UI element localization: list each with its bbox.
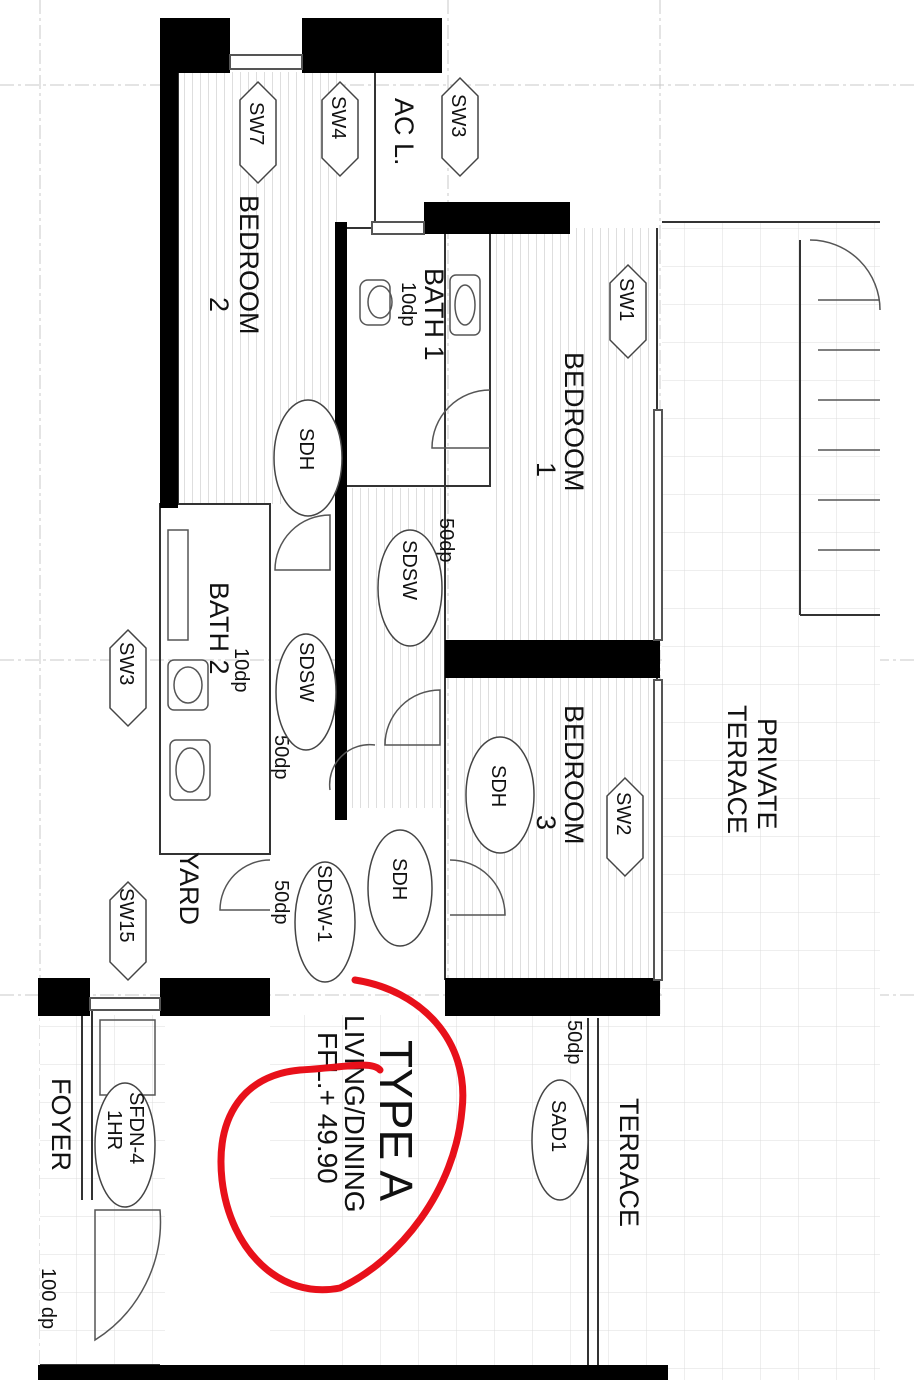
foyer-dp-label: 100 dp	[37, 1268, 59, 1329]
yard-label: YARD	[174, 852, 204, 925]
dp-note-terrace: 50dp	[563, 1020, 585, 1065]
tag-sdsw-corridor: SDSW	[398, 540, 420, 600]
tag-sfdn4-rating: 1HR	[103, 1110, 125, 1150]
bedroom-2-label: BEDROOM	[234, 195, 264, 335]
bath-fixtures	[99, 274, 481, 1096]
living-dining-label: LIVING/DINING	[339, 1015, 370, 1213]
dp-notes: 50dp 50dp 50dp 50dp	[270, 518, 585, 1065]
private-terrace-label-2: TERRACE	[722, 705, 752, 834]
private-terrace-floor	[662, 222, 880, 1380]
dp-note-yard: 50dp	[270, 880, 292, 925]
tag-sw1: SW1	[615, 278, 637, 321]
bedroom-3-label: BEDROOM	[559, 705, 589, 845]
ac-ledge-label: AC L.	[389, 98, 419, 166]
red-markup-circle	[217, 976, 467, 1294]
windows	[89, 54, 663, 1011]
tag-sad1: SAD1	[547, 1100, 569, 1152]
tag-sdh-bedroom2: SDH	[295, 428, 317, 470]
bedroom-1-number: 1	[531, 462, 561, 477]
structural-walls	[38, 18, 668, 1380]
tag-sdh-hall: SDH	[388, 858, 410, 900]
bath-2-label: BATH 2	[204, 582, 234, 675]
tag-sw3-top: SW3	[447, 94, 469, 137]
terrace-floor	[600, 1015, 662, 1380]
tag-sw7: SW7	[245, 102, 267, 145]
room-labels: BEDROOM 2 AC L. BATH 1 10dp BEDROOM 1 BA…	[37, 98, 782, 1329]
tag-sw15: SW15	[115, 888, 137, 942]
foyer-label: FOYER	[46, 1078, 76, 1171]
bedroom-1-label: BEDROOM	[559, 352, 589, 492]
door-swings	[94, 239, 881, 1342]
terrace-label: TERRACE	[614, 1098, 644, 1227]
tag-sfdn4: SFDN-4	[125, 1092, 147, 1164]
bedroom-3-number: 3	[531, 815, 561, 830]
window-tags	[109, 76, 647, 982]
door-tags	[94, 399, 589, 1208]
ffl-label: FFL.+ 49.90	[312, 1032, 343, 1184]
dp-note-corridor: 50dp	[435, 518, 457, 563]
tag-sw2: SW2	[612, 792, 634, 835]
dp-note-bath2: 50dp	[270, 735, 292, 780]
tag-sw4: SW4	[327, 96, 349, 139]
tag-sdsw-bath2: SDSW	[295, 642, 317, 702]
tag-sdh-bedroom3: SDH	[487, 765, 509, 807]
bath-2-dp: 10dp	[230, 648, 252, 693]
door-tag-labels: SDH SDSW SDSW SDH SDH SDSW-1 SAD1 SFDN-4…	[103, 428, 569, 1164]
tag-sdsw-1: SDSW-1	[313, 865, 335, 942]
private-terrace-label: PRIVATE	[752, 718, 782, 830]
tag-sw3-left: SW3	[115, 642, 137, 685]
bedroom-2-number: 2	[204, 297, 234, 312]
bath-1-label: BATH 1	[419, 268, 449, 361]
window-tag-labels: SW7 SW4 SW3 SW1 SW3 SW15 SW2	[115, 94, 637, 942]
bath-1-dp: 10dp	[397, 282, 419, 327]
